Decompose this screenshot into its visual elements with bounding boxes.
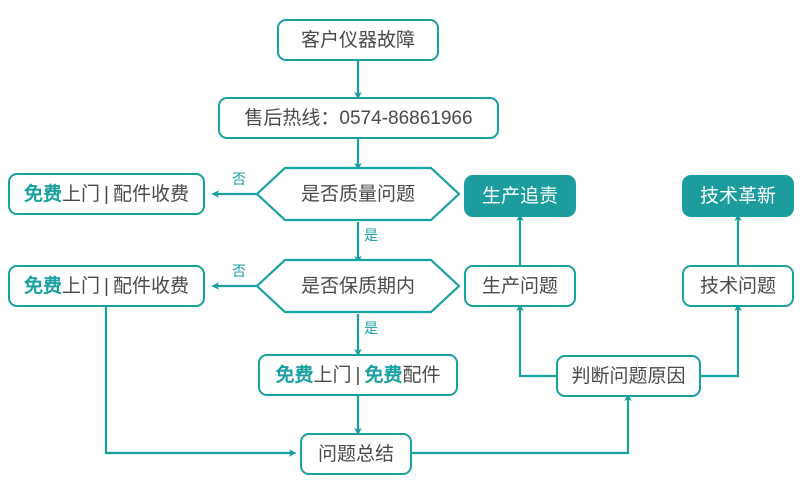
- node-fee-onsite-free-parts-paid-1[interactable]: 免费上门|配件收费: [8, 173, 205, 215]
- node-decision-warranty[interactable]: 是否保质期内: [255, 258, 461, 314]
- node-fee1-label: 免费上门|配件收费: [24, 185, 189, 204]
- hexagon-shape-warranty: [255, 258, 461, 314]
- node-technical-innovation[interactable]: 技术革新: [682, 175, 794, 217]
- node-fee1-part-parts: 配件收费: [112, 183, 189, 205]
- node-technical-issue[interactable]: 技术问题: [682, 265, 794, 307]
- node-production-accountability-label: 生产追责: [481, 185, 558, 207]
- node-fee2-part-sep: |: [104, 275, 109, 297]
- node-free-onsite-free-parts[interactable]: 免费上门|免费配件: [258, 354, 458, 396]
- node-fee1-part-onsite: 上门: [62, 183, 101, 205]
- edge-summary-to-diagnose: [411, 393, 632, 455]
- node-decision-warranty-label: 是否保质期内: [300, 275, 415, 297]
- node-freeall-part-free1: 免费: [275, 364, 314, 386]
- node-freeall-part-sep: |: [355, 364, 361, 386]
- node-decision-quality-label: 是否质量问题: [300, 183, 415, 205]
- node-fee2-part-parts: 配件收费: [112, 275, 189, 297]
- node-start-label: 客户仪器故障: [300, 29, 415, 51]
- edge-label-warranty-yes: 是: [364, 320, 378, 336]
- node-decision-quality[interactable]: 是否质量问题: [255, 166, 461, 222]
- edge-label-warranty-no: 否: [232, 263, 246, 279]
- edge-label-quality-no: 否: [232, 171, 246, 187]
- hexagon-shape-quality: [255, 166, 461, 222]
- node-fee1-part-sep: |: [104, 183, 109, 205]
- node-diagnose-cause[interactable]: 判断问题原因: [556, 355, 701, 397]
- node-fee2-label: 免费上门|配件收费: [24, 277, 189, 296]
- edge-diagnose-to-tech-issue: [700, 303, 742, 378]
- edge-label-quality-yes: 是: [364, 227, 378, 243]
- node-fee-onsite-free-parts-paid-2[interactable]: 免费上门|配件收费: [8, 265, 205, 307]
- node-production-issue[interactable]: 生产问题: [464, 265, 576, 307]
- node-technical-innovation-label: 技术革新: [699, 185, 776, 207]
- node-freeall-part-free2: 免费: [364, 364, 403, 386]
- node-fee1-part-free: 免费: [24, 183, 63, 205]
- node-fee2-part-free: 免费: [24, 275, 63, 297]
- node-summary[interactable]: 问题总结: [300, 433, 412, 475]
- node-freeall-part-parts: 配件: [402, 364, 441, 386]
- node-hotline-label: 售后热线：0574-86861966: [244, 107, 473, 129]
- edge-diagnose-to-prod-issue: [516, 303, 556, 378]
- node-summary-label: 问题总结: [317, 443, 394, 465]
- node-technical-issue-label: 技术问题: [699, 275, 776, 297]
- node-hotline[interactable]: 售后热线：0574-86861966: [218, 97, 499, 139]
- node-freeall-label: 免费上门|免费配件: [276, 366, 441, 385]
- node-fee2-part-onsite: 上门: [62, 275, 101, 297]
- node-start[interactable]: 客户仪器故障: [277, 19, 439, 61]
- node-diagnose-label: 判断问题原因: [571, 365, 686, 387]
- node-freeall-part-onsite: 上门: [313, 364, 352, 386]
- node-production-accountability[interactable]: 生产追责: [464, 175, 576, 217]
- node-production-issue-label: 生产问题: [481, 275, 558, 297]
